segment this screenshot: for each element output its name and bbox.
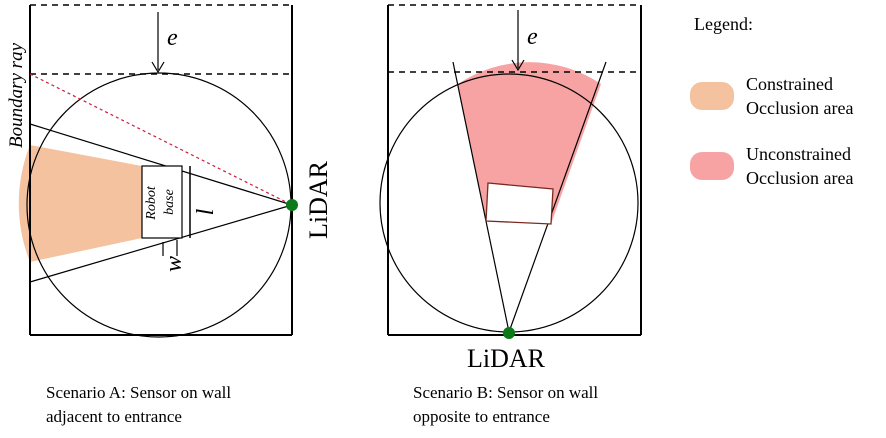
lidar-label-b: LiDAR	[467, 344, 546, 373]
legend-label-constrained-line1: Constrained	[746, 74, 833, 94]
gap-label-b: e	[527, 24, 538, 50]
width-label: w	[161, 256, 187, 272]
legend-title: Legend:	[694, 14, 753, 34]
constrained-occlusion-area	[18, 145, 142, 262]
legend-label-constrained: Constrained Occlusion area	[746, 72, 853, 120]
boundary-ray-label: Boundary ray	[6, 42, 27, 148]
gap-arrow-a-head	[151, 61, 165, 74]
robot-base-label-line2: base	[162, 189, 177, 215]
legend-label-constrained-line2: Occlusion area	[746, 98, 854, 118]
scenario-a-caption-line1: Scenario A: Sensor on wall	[46, 383, 232, 402]
scenario-b-caption-line2: opposite to entrance	[413, 407, 550, 426]
legend-item-unconstrained: Unconstrained Occlusion area	[690, 142, 853, 190]
robot-base-b	[485, 182, 554, 225]
fov-ray-lower-a	[29, 204, 293, 283]
lidar-sensor-dot-b	[503, 327, 515, 339]
length-label: l	[193, 208, 219, 215]
scenario-b-caption-line1: Scenario B: Sensor on wall	[413, 383, 599, 402]
robot-base-label-line1: Robot	[144, 185, 159, 221]
robot-base-a	[141, 165, 183, 239]
legend-label-unconstrained: Unconstrained Occlusion area	[746, 142, 853, 190]
scenario-a-caption: Scenario A: Sensor on wall adjacent to e…	[46, 381, 231, 429]
lidar-sensor-dot-a	[286, 199, 298, 211]
legend-label-unconstrained-line1: Unconstrained	[746, 144, 851, 164]
boundary-ray-line	[29, 73, 293, 206]
scenario-a-caption-line2: adjacent to entrance	[46, 407, 182, 426]
lidar-label-a: LiDAR	[304, 160, 333, 239]
scenario-a-diagram: e Boundary ray Robot base l w LiDAR	[6, 4, 333, 338]
scenario-b-diagram: e LiDAR	[379, 4, 642, 373]
gap-label-a: e	[167, 25, 178, 51]
legend-item-constrained: Constrained Occlusion area	[690, 72, 853, 120]
legend-swatch-unconstrained	[690, 152, 734, 180]
fov-ray-right-b	[508, 61, 607, 333]
fov-ray-left-b	[452, 61, 510, 333]
legend-label-unconstrained-line2: Occlusion area	[746, 168, 854, 188]
gap-arrow-b-head	[511, 59, 525, 72]
legend-swatch-constrained	[690, 82, 734, 110]
scenario-b-caption: Scenario B: Sensor on wall opposite to e…	[413, 381, 598, 429]
fov-ray-upper-a	[29, 123, 293, 206]
